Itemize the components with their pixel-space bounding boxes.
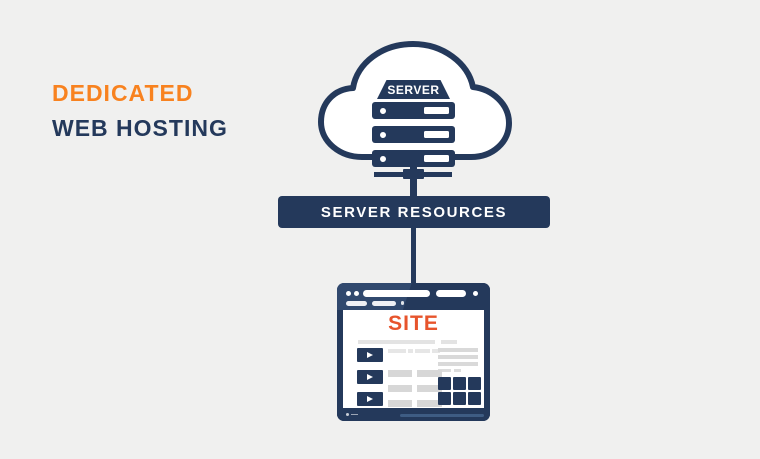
- play-icon: [367, 396, 373, 402]
- server-resources-banner: SERVER RESOURCES: [278, 196, 550, 228]
- site-title: SITE: [388, 312, 439, 335]
- server-label: SERVER: [387, 82, 440, 97]
- server-unit: [372, 126, 455, 143]
- sidebar-dash: [438, 369, 451, 372]
- video-thumbnail: [357, 392, 383, 406]
- connector-line-bottom: [411, 228, 416, 283]
- divider-bar: [358, 340, 435, 344]
- browser-bottom-bar: [337, 408, 490, 421]
- sidebar-text-line: [438, 348, 478, 352]
- text-block: [417, 370, 442, 377]
- drive-slot: [424, 107, 449, 114]
- text-block: [388, 385, 412, 392]
- nav-pill: [346, 300, 367, 306]
- title-line-1: DEDICATED: [52, 80, 194, 106]
- video-thumbnail: [357, 370, 383, 384]
- server-unit: [372, 150, 455, 167]
- fineprint-text-row: [388, 349, 442, 353]
- address-bar: [363, 290, 430, 297]
- server-label-plate: SERVER: [377, 80, 450, 99]
- tab-pill: [436, 290, 466, 297]
- scrollbar-streak: [400, 413, 484, 417]
- divider-bar: [441, 340, 457, 344]
- play-icon: [367, 374, 373, 380]
- image-grid-cell: [453, 377, 466, 390]
- led-dot-icon: [380, 131, 386, 138]
- window-control-dot-icon: [346, 290, 351, 296]
- title-line-2: WEB HOSTING: [52, 115, 228, 141]
- footer-dash: [351, 413, 358, 416]
- video-thumbnail: [357, 348, 383, 362]
- drive-slot: [424, 131, 449, 138]
- window-control-dot-icon: [353, 290, 359, 296]
- text-block: [417, 400, 442, 407]
- image-grid-cell: [453, 392, 466, 405]
- sidebar-dash: [454, 369, 461, 372]
- image-grid-cell: [438, 377, 451, 390]
- server-unit: [372, 102, 455, 119]
- drive-slot: [424, 155, 449, 162]
- site-page: SITE: [343, 310, 484, 408]
- connector-line-top: [410, 167, 417, 197]
- text-block: [388, 400, 412, 407]
- nav-dot-icon: [400, 301, 404, 305]
- text-block: [417, 385, 442, 392]
- server-resources-label: SERVER RESOURCES: [320, 203, 508, 221]
- image-grid-cell: [468, 392, 481, 405]
- image-grid-cell: [468, 377, 481, 390]
- footer-dot-icon: [346, 413, 349, 416]
- diagram-title: DEDICATED WEB HOSTING: [52, 80, 228, 142]
- nav-pill: [372, 300, 396, 306]
- led-dot-icon: [380, 107, 386, 114]
- cloud-icon: [318, 41, 512, 160]
- sidebar-text-line: [438, 362, 478, 366]
- text-block: [388, 370, 412, 377]
- browser-window: SITE: [337, 283, 490, 421]
- browser-top-bar: [337, 283, 490, 310]
- image-grid-cell: [438, 392, 451, 405]
- led-dot-icon: [380, 155, 386, 162]
- menu-dot-icon: [473, 290, 478, 296]
- play-icon: [367, 352, 373, 358]
- sidebar-text-line: [438, 355, 478, 359]
